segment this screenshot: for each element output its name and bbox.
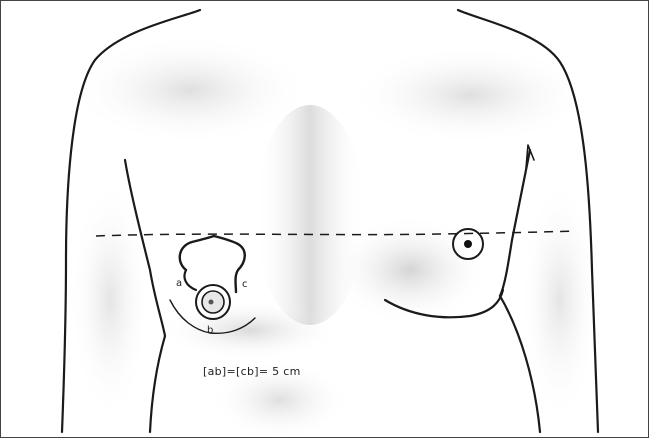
label-point-a: a — [176, 278, 182, 289]
nipple-right — [464, 240, 472, 248]
measurement-note: [ab]=[cb]= 5 cm — [203, 365, 301, 378]
label-point-c: c — [242, 279, 248, 290]
label-point-b: b — [207, 325, 213, 336]
nipple-left — [209, 300, 214, 305]
